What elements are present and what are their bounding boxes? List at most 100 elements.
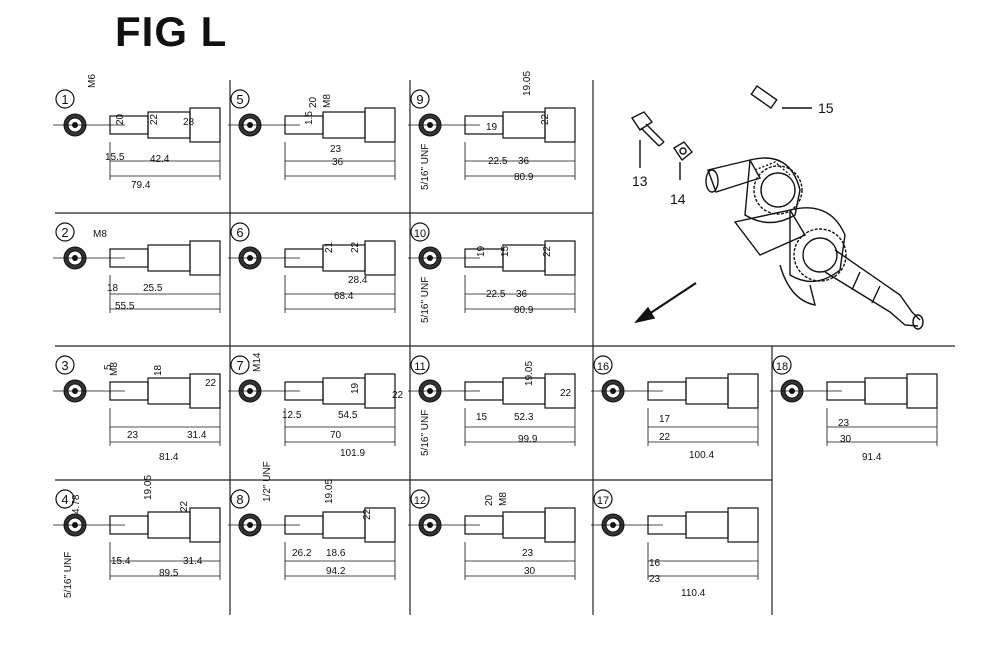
dimension-label: 22 xyxy=(659,432,671,443)
dimension-label: 30 xyxy=(840,434,852,445)
dimension-label: 101.9 xyxy=(340,448,365,459)
dimension-label: 12.5 xyxy=(282,410,302,421)
shaft-profile xyxy=(464,373,576,446)
panel-number-label: 3 xyxy=(61,358,68,373)
dimension-label: 19 xyxy=(476,245,487,257)
dimension-label: 70 xyxy=(330,430,342,441)
end-view-icon xyxy=(53,513,125,537)
dimension-label: 21 xyxy=(324,241,335,253)
dimension-label: 22 xyxy=(542,245,553,257)
panel-number-label: 10 xyxy=(414,228,426,240)
dimension-label: 4.78 xyxy=(71,494,82,514)
panel-number-label: 11 xyxy=(414,361,425,373)
figure-title: FIG L xyxy=(115,8,228,55)
panel-number-label: 12 xyxy=(414,495,426,507)
dimension-label: 1.5 xyxy=(304,111,315,125)
panel-number: 10 xyxy=(410,222,430,242)
panel-number: 2 xyxy=(55,222,75,242)
dimension-label: 5/16" UNF xyxy=(420,410,431,456)
dimension-label: 80.9 xyxy=(514,172,534,183)
end-view-icon xyxy=(228,513,300,537)
dimension-label: 36 xyxy=(332,157,344,168)
dimension-label: 22 xyxy=(362,508,373,520)
dimension-label: 23 xyxy=(330,144,342,155)
dimension-label: 22 xyxy=(179,500,190,512)
dimension-label: 25.5 xyxy=(143,283,163,294)
shaft-profile xyxy=(464,240,576,313)
panel-number: 16 xyxy=(593,355,613,375)
panel-number-label: 1 xyxy=(61,92,68,107)
dimension-label: 18 xyxy=(107,283,119,294)
end-view-icon xyxy=(591,513,663,537)
nut-part xyxy=(673,141,693,180)
panel-number: 11 xyxy=(410,355,430,375)
shaft-profile xyxy=(647,507,759,580)
dimension-label: M6 xyxy=(87,74,98,88)
dimension-label: 17 xyxy=(659,414,671,425)
panel-number: 12 xyxy=(410,489,430,509)
panel-number: 5 xyxy=(230,89,250,109)
dimension-label: M8 xyxy=(322,94,333,108)
dimension-label: 1/2" UNF xyxy=(262,461,273,502)
panel-number-label: 16 xyxy=(597,361,609,373)
crankshaft-assembly xyxy=(630,85,924,330)
dimension-label: 22 xyxy=(560,388,572,399)
dimension-label: 68.4 xyxy=(334,291,354,302)
panel-grid xyxy=(55,80,955,615)
dimension-label: 23 xyxy=(127,430,139,441)
dimension-label: 26.2 xyxy=(292,548,312,559)
dimension-label: 22.5 xyxy=(488,156,508,167)
end-view-icon xyxy=(53,379,125,403)
dimension-label: 15.5 xyxy=(105,152,125,163)
direction-arrow xyxy=(634,282,697,324)
panel-number: 1 xyxy=(55,89,75,109)
dimension-label: 94.2 xyxy=(326,566,346,577)
end-view-icon xyxy=(770,379,842,403)
panel-number-label: 17 xyxy=(597,495,609,507)
shaft-profile xyxy=(464,107,576,180)
panel-number-label: 5 xyxy=(236,92,243,107)
shaft-profile xyxy=(284,107,396,180)
panel-number-label: 2 xyxy=(61,225,68,240)
dimension-label: 16 xyxy=(649,558,661,569)
panel-number: 3 xyxy=(55,355,75,375)
dimension-label: 91.4 xyxy=(862,452,882,463)
end-view-icon xyxy=(408,513,480,537)
dimension-label: 22 xyxy=(205,378,217,389)
dimension-label: 30 xyxy=(524,566,536,577)
dimension-label: 19.05 xyxy=(143,475,154,500)
dimension-label: 100.4 xyxy=(689,450,714,461)
dimension-label: 23 xyxy=(522,548,534,559)
part-labels: 15 13 14 xyxy=(632,100,834,207)
dimension-label: 79.4 xyxy=(131,180,151,191)
shaft-profile xyxy=(647,373,759,446)
panel-number-label: 9 xyxy=(416,92,423,107)
panel-number-label: 6 xyxy=(236,225,243,240)
dimension-label: M14 xyxy=(252,352,263,372)
dimension-label: 18.6 xyxy=(326,548,346,559)
dimension-label: 22 xyxy=(392,390,404,401)
dimension-label: 22 xyxy=(540,113,551,125)
end-view-icon xyxy=(53,246,125,270)
panel-number-label: 7 xyxy=(236,358,243,373)
dimension-label: 28 xyxy=(183,117,195,128)
dimension-label: 15 xyxy=(500,245,511,257)
panel-16: 16 17 22 100.4 xyxy=(591,355,759,461)
dimension-label: 5/16" UNF xyxy=(63,552,74,598)
end-view-icon xyxy=(591,379,663,403)
dimension-label: 19 xyxy=(486,122,498,133)
shaft-profile xyxy=(284,507,396,580)
panel-number: 4 xyxy=(55,489,75,509)
dimension-label: 31.4 xyxy=(183,556,203,567)
panel-number: 17 xyxy=(593,489,613,509)
dimension-label: 5/16" UNF xyxy=(420,277,431,323)
end-view-icon xyxy=(228,113,300,137)
